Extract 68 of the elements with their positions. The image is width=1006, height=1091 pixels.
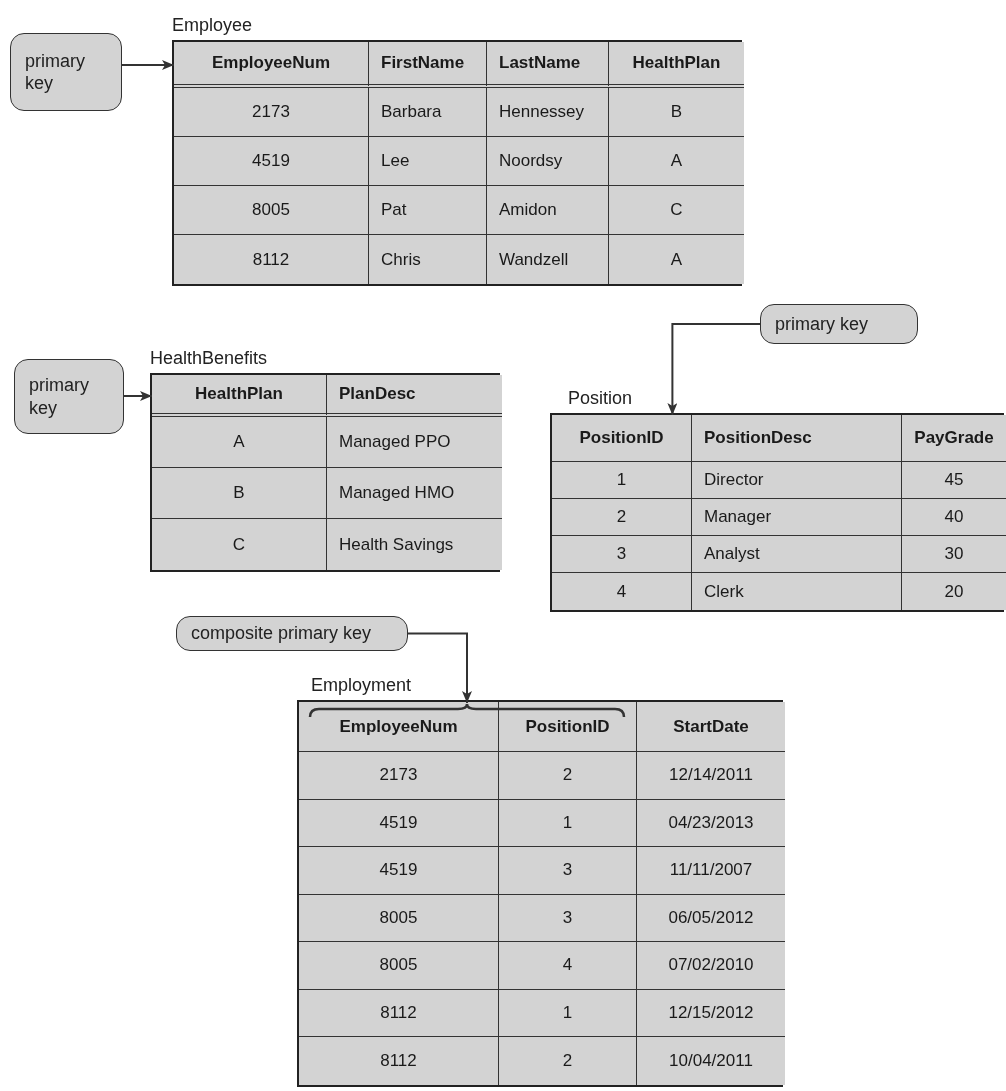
table-cell: 2173 (174, 88, 369, 137)
table-cell: B (152, 468, 327, 519)
table-cell: 11/11/2007 (637, 847, 785, 895)
header-cell: PositionID (552, 415, 692, 462)
header-cell: PlanDesc (327, 375, 502, 417)
table-cell: 06/05/2012 (637, 894, 785, 942)
header-cell: HealthPlan (152, 375, 327, 417)
table-cell: Analyst (692, 536, 902, 573)
table-cell: 4519 (299, 847, 499, 895)
header-cell: PayGrade (902, 415, 1006, 462)
table-cell: Amidon (487, 186, 609, 235)
callout-box: primary key (10, 33, 122, 111)
callout-box: composite primary key (176, 616, 408, 651)
table-cell: 3 (499, 847, 637, 895)
table-cell: 2 (552, 499, 692, 536)
header-cell: FirstName (369, 42, 487, 88)
table-cell: 1 (499, 799, 637, 847)
table-cell: 8005 (174, 186, 369, 235)
table-cell: 4 (499, 942, 637, 990)
table-cell: 07/02/2010 (637, 942, 785, 990)
table-cell: 4519 (299, 799, 499, 847)
curly-brace (309, 703, 625, 717)
table-cell: 8005 (299, 942, 499, 990)
callout-box: primary key (760, 304, 918, 344)
table-cell: 8005 (299, 894, 499, 942)
arrow (667, 323, 761, 416)
table-cell: 1 (499, 989, 637, 1037)
table-cell: 8112 (299, 989, 499, 1037)
table-cell: A (609, 137, 744, 186)
table-title: Position (567, 387, 633, 410)
header-cell: PositionDesc (692, 415, 902, 462)
table-cell: Barbara (369, 88, 487, 137)
table-cell: Director (692, 462, 902, 499)
header-cell: LastName (487, 42, 609, 88)
table-cell: Managed PPO (327, 417, 502, 468)
table-cell: Lee (369, 137, 487, 186)
table-title: Employee (172, 14, 253, 37)
table-cell: Manager (692, 499, 902, 536)
header-cell: StartDate (637, 702, 785, 752)
arrow (123, 391, 153, 401)
header-cell: EmployeeNum (174, 42, 369, 88)
table-cell: Pat (369, 186, 487, 235)
header-cell: PositionID (499, 702, 637, 752)
table-cell: Managed HMO (327, 468, 502, 519)
table-cell: 45 (902, 462, 1006, 499)
table-title: Employment (310, 674, 412, 697)
arrow (121, 60, 175, 70)
table-cell: 12/14/2011 (637, 752, 785, 800)
arrow (407, 632, 472, 704)
table-cell: B (609, 88, 744, 137)
table-cell: 04/23/2013 (637, 799, 785, 847)
table-cell: 40 (902, 499, 1006, 536)
table-cell: Hennessey (487, 88, 609, 137)
table-cell: 3 (499, 894, 637, 942)
table-title: HealthBenefits (150, 347, 268, 370)
header-cell: EmployeeNum (299, 702, 499, 752)
table-cell: Noordsy (487, 137, 609, 186)
table-cell: 4519 (174, 137, 369, 186)
callout-box: primary key (14, 359, 124, 434)
table-cell: 3 (552, 536, 692, 573)
table-cell: C (609, 186, 744, 235)
table-cell: 12/15/2012 (637, 989, 785, 1037)
table-cell: 2173 (299, 752, 499, 800)
table-cell: 2 (499, 752, 637, 800)
table-cell: 1 (552, 462, 692, 499)
table-cell: 30 (902, 536, 1006, 573)
table-cell: A (152, 417, 327, 468)
header-cell: HealthPlan (609, 42, 744, 88)
